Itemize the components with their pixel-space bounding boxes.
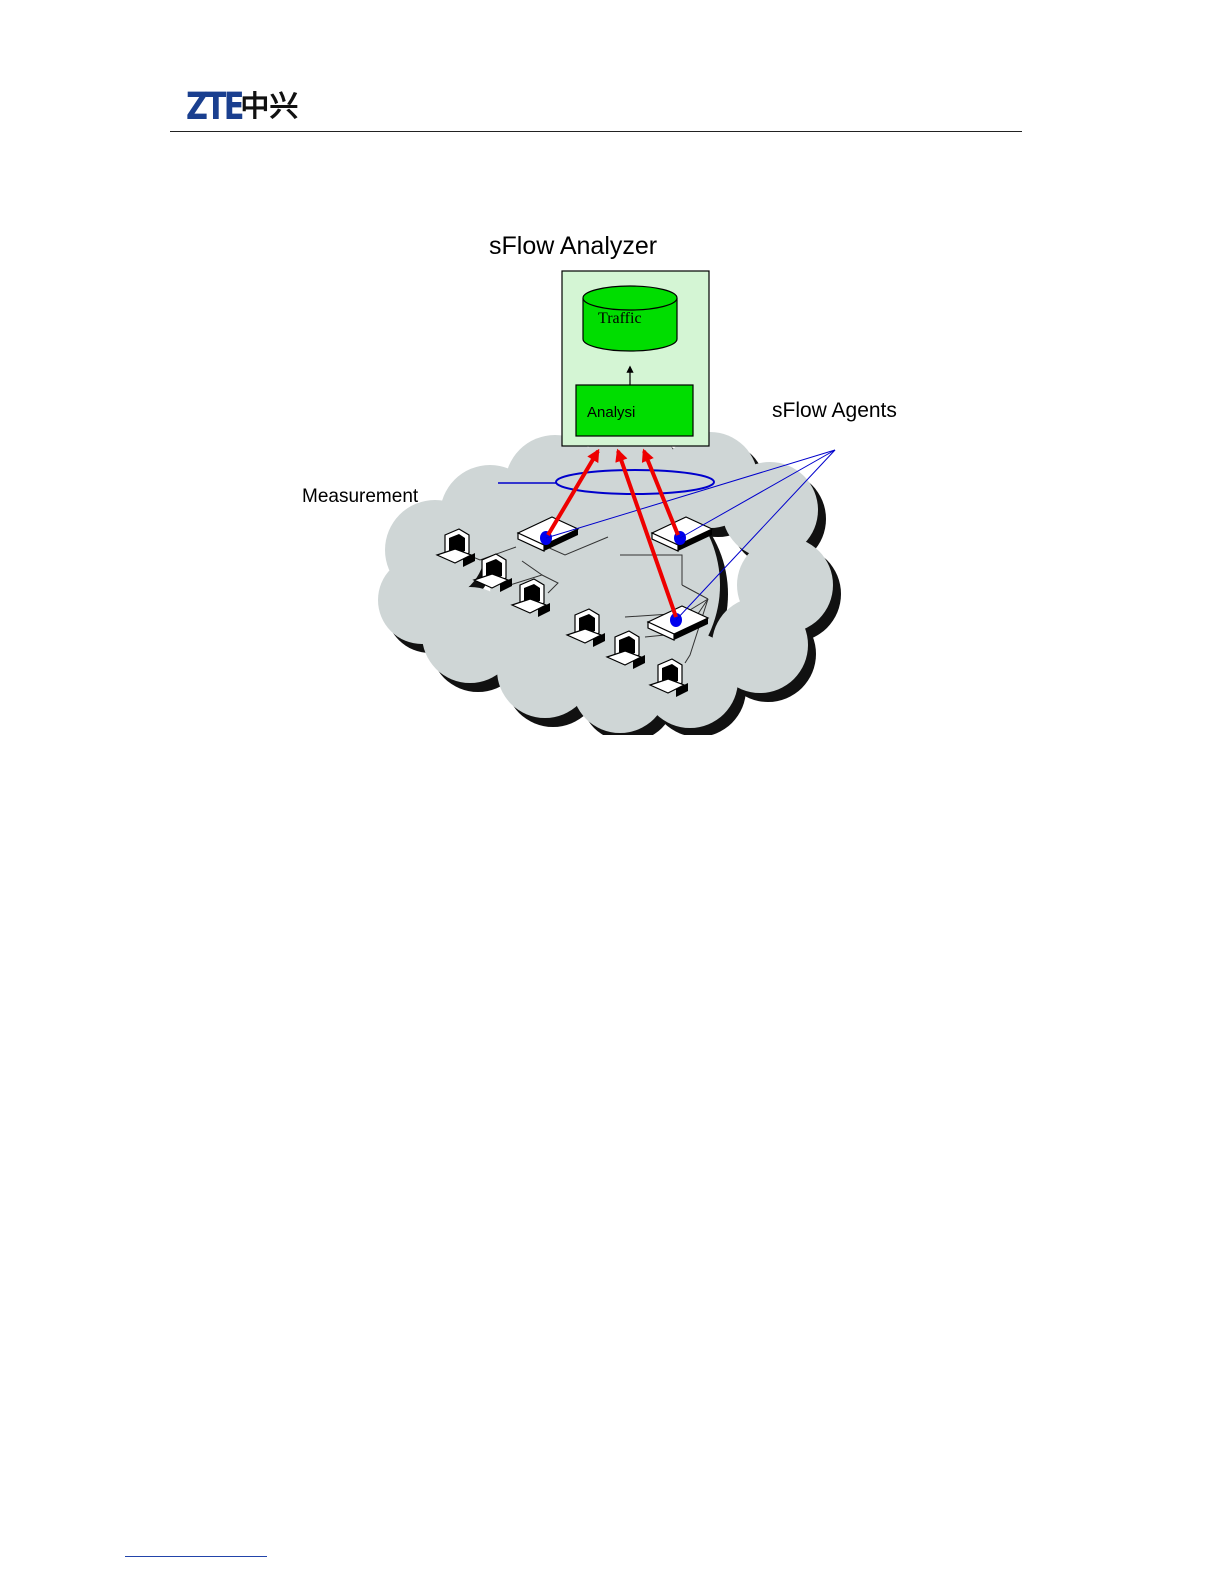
header-divider <box>170 131 1022 132</box>
traffic-database-label: Traffic <box>598 310 642 327</box>
measurement-label: Measurement <box>302 486 419 507</box>
logo-latin-text: ZTE <box>186 88 242 125</box>
sflow-agents-label: sFlow Agents <box>772 399 897 422</box>
sflow-analyzer <box>562 271 709 446</box>
sflow-diagram-canvas: sFlow Analyzer Traffic Analysi sFlow Age… <box>290 225 930 735</box>
zte-logo: ZTE 中兴 <box>186 86 298 126</box>
sflow-diagram: sFlow Analyzer Traffic Analysi sFlow Age… <box>290 225 930 735</box>
footer-divider <box>125 1556 267 1557</box>
diagram-title: sFlow Analyzer <box>489 232 657 260</box>
analysis-box-label: Analysi <box>587 404 635 421</box>
logo-cjk-text: 中兴 <box>240 92 298 121</box>
page-header: ZTE 中兴 <box>170 80 1022 134</box>
